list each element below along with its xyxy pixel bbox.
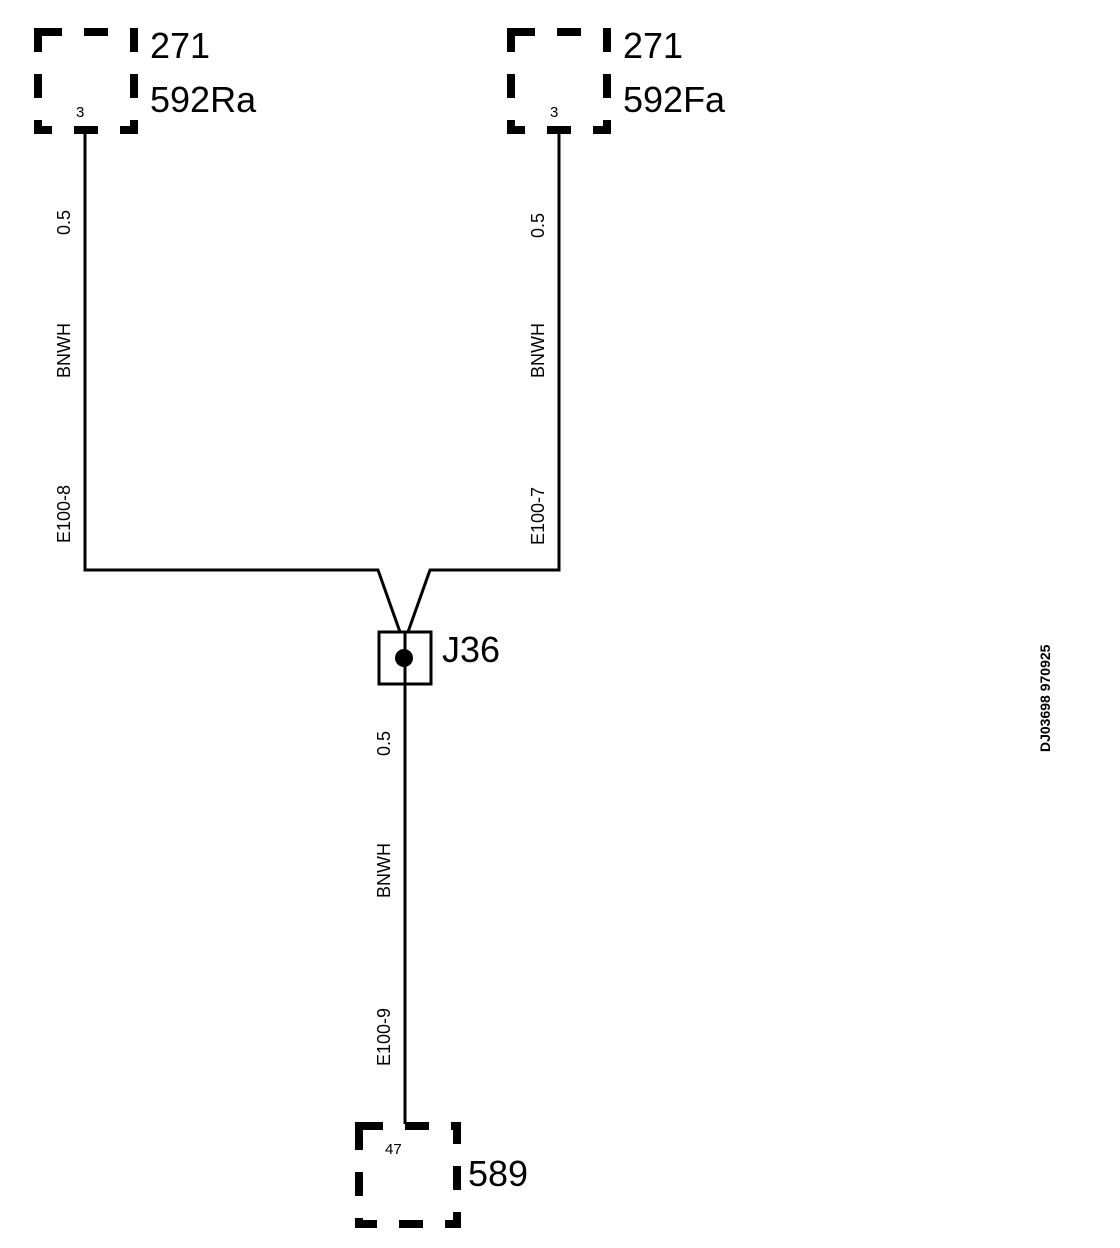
connector-592fa-label-271: 271 xyxy=(623,25,683,66)
connector-589: 47 589 xyxy=(355,1122,528,1228)
wire-e100-8 xyxy=(83,130,402,633)
wire-bottom-labels: 0.5 BNWH E100-9 xyxy=(374,731,394,1066)
connector-589-pin: 47 xyxy=(385,1141,402,1158)
connector-592ra-label-271: 271 xyxy=(150,25,210,66)
wire-right-id: E100-7 xyxy=(528,487,548,545)
wires xyxy=(83,130,561,1124)
wire-bottom-id: E100-9 xyxy=(374,1008,394,1066)
junction-label: J36 xyxy=(442,629,500,670)
drawing-code: DJ03698 970925 xyxy=(1037,644,1053,752)
wire-left-labels: 0.5 BNWH E100-8 xyxy=(54,210,74,543)
wire-right-labels: 0.5 BNWH E100-7 xyxy=(528,213,548,545)
connector-589-box xyxy=(355,1122,461,1228)
wire-right-gauge: 0.5 xyxy=(528,213,548,238)
connector-592ra-pin: 3 xyxy=(76,104,84,121)
connector-592fa: 3 271 592Fa xyxy=(507,25,726,134)
connector-592ra: 3 271 592Ra xyxy=(34,25,257,134)
wire-e100-7 xyxy=(406,130,561,633)
connector-592ra-box xyxy=(34,28,138,134)
wire-bottom-color: BNWH xyxy=(374,843,394,898)
wire-left-id: E100-8 xyxy=(54,485,74,543)
wire-left-gauge: 0.5 xyxy=(54,210,74,235)
wire-bottom-gauge: 0.5 xyxy=(374,731,394,756)
junction-j36: J36 xyxy=(377,629,500,686)
connector-592fa-pin: 3 xyxy=(550,104,558,121)
connector-592fa-label: 592Fa xyxy=(623,79,726,120)
wire-left-color: BNWH xyxy=(54,323,74,378)
connector-592ra-label: 592Ra xyxy=(150,79,257,120)
wire-right-color: BNWH xyxy=(528,323,548,378)
connector-592fa-box xyxy=(507,28,611,134)
junction-dot xyxy=(395,649,413,667)
connector-589-label: 589 xyxy=(468,1153,528,1194)
